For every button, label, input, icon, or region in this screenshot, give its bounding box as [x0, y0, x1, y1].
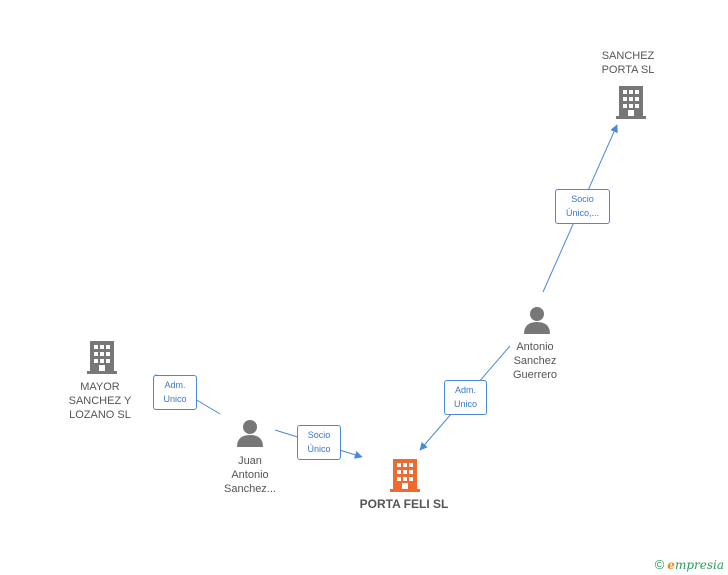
building-icon[interactable] — [614, 84, 648, 120]
building-icon-main[interactable] — [388, 457, 422, 493]
node-label-antonio: Antonio Sanchez Guerrero — [512, 341, 558, 381]
node-label-mayor: MAYOR SANCHEZ Y LOZANO SL — [68, 381, 132, 421]
edge-label-socio-unico[interactable]: Socio Único,... — [555, 189, 610, 224]
edge-label-adm-unico[interactable]: Adm. Unico — [153, 375, 197, 410]
node-label-sanchez-porta: SANCHEZ PORTA SL — [601, 50, 655, 76]
building-icon[interactable] — [85, 339, 119, 375]
brand-logo-e: e — [667, 558, 675, 572]
person-icon[interactable] — [235, 418, 265, 448]
node-label-porta-feli[interactable]: PORTA FELI SL — [359, 497, 449, 511]
brand-name: mpresia — [674, 558, 724, 572]
copyright-icon: © — [654, 557, 665, 572]
footer-brand[interactable]: ©empresia — [655, 557, 724, 572]
edge-label-socio-unico[interactable]: Socio Único — [297, 425, 341, 460]
edge-label-adm-unico[interactable]: Adm. Unico — [444, 380, 487, 415]
node-label-juan: Juan Antonio Sanchez... — [224, 455, 276, 495]
person-icon[interactable] — [522, 305, 552, 335]
